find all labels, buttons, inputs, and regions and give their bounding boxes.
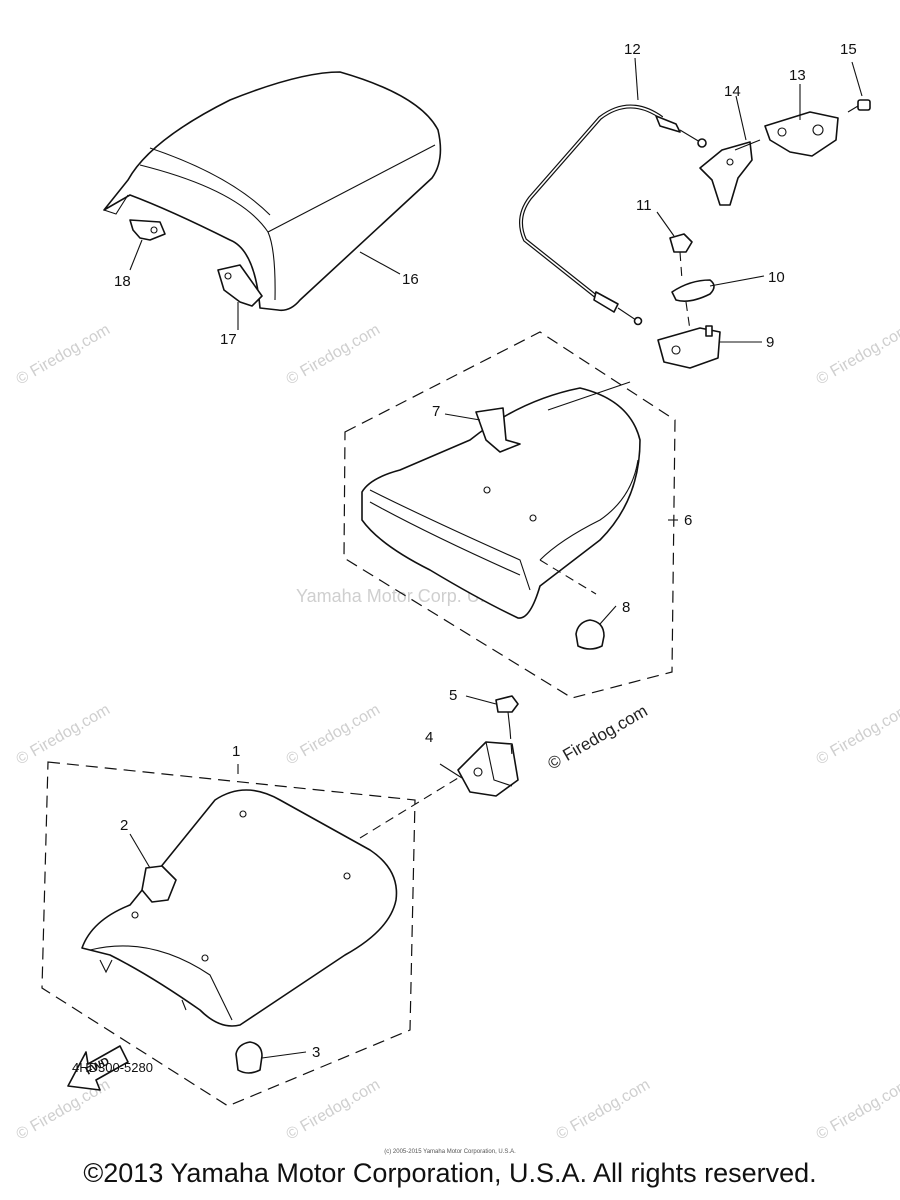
callout-16: 16 <box>402 271 419 288</box>
seat-strap-7 <box>475 407 521 453</box>
watermark-center: Yamaha Motor Corp. U.S.A. <box>296 586 519 606</box>
callout-7: 7 <box>432 403 440 420</box>
watermark-firedog: © Firedog.com <box>284 321 384 388</box>
bolt-15 <box>847 99 871 113</box>
seat-strap-2 <box>141 865 177 903</box>
leader-lines <box>129 57 863 1059</box>
nut-11 <box>669 233 693 253</box>
callout-3: 3 <box>312 1044 320 1061</box>
callout-2: 2 <box>120 817 128 834</box>
hinge-bracket-4 <box>457 741 519 797</box>
front-seat-1 <box>81 789 398 1027</box>
watermark-firedog: © Firedog.com <box>284 1076 384 1143</box>
callout-13: 13 <box>789 67 806 84</box>
rear-seat-cowl <box>103 71 442 312</box>
watermark-firedog: © Firedog.com <box>14 321 114 388</box>
callout-1: 1 <box>232 743 240 760</box>
callout-6: 6 <box>684 512 692 529</box>
front-seat-outline <box>41 761 416 1107</box>
rear-seat-outline <box>343 331 676 699</box>
watermark-firedog: © Firedog.com <box>14 701 114 768</box>
callout-labels: 1 2 3 4 5 6 7 8 9 10 11 12 13 14 15 16 1… <box>114 41 857 1061</box>
seat-bracket-17 <box>217 264 263 307</box>
fine-print: (c) 2005-2015 Yamaha Motor Corporation, … <box>384 1149 516 1155</box>
watermark-firedog: © Firedog.com <box>814 701 900 768</box>
callout-14: 14 <box>724 83 741 100</box>
callout-5: 5 <box>449 687 457 704</box>
seat-lock-13 <box>734 111 839 157</box>
seat-bracket-18 <box>129 219 166 241</box>
callout-10: 10 <box>768 269 785 286</box>
watermark-firedog: © Firedog.com <box>814 1076 900 1143</box>
callout-17: 17 <box>220 331 237 348</box>
callout-8: 8 <box>622 599 630 616</box>
watermark-firedog: © Firedog.com <box>284 701 384 768</box>
callout-4: 4 <box>425 729 433 746</box>
callout-11: 11 <box>636 197 652 214</box>
damper-8 <box>575 619 605 650</box>
bolt-5 <box>495 695 519 731</box>
watermark-layer: Yamaha Motor Corp. U.S.A. © Firedog.com … <box>14 321 900 1143</box>
seat-lock-hook-14 <box>699 141 753 206</box>
firedog-mark: © Firedog.com <box>545 701 651 773</box>
seat-lock-cable <box>519 104 707 326</box>
copyright-notice: ©2013 Yamaha Motor Corporation, U.S.A. A… <box>83 1158 817 1188</box>
watermark-firedog: © Firedog.com <box>814 321 900 388</box>
callout-12: 12 <box>624 41 641 58</box>
callout-18: 18 <box>114 273 131 290</box>
diagram-code: 4HD300-5280 <box>72 1060 153 1075</box>
damper-3 <box>235 1041 263 1074</box>
lock-bracket-9 <box>657 325 721 369</box>
callout-15: 15 <box>840 41 857 58</box>
watermark-firedog: © Firedog.com <box>554 1076 654 1143</box>
lock-plate-10 <box>671 279 715 302</box>
callout-9: 9 <box>766 334 774 351</box>
